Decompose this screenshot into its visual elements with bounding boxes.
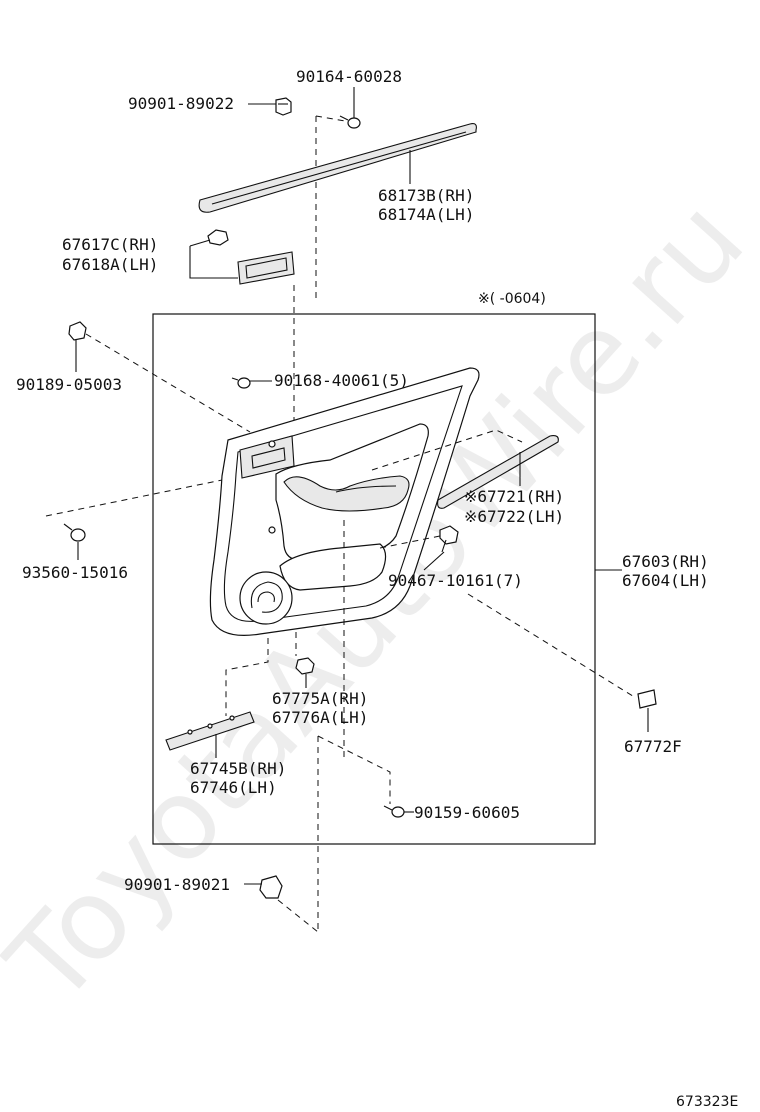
screw-90168-40061-part[interactable]	[231, 377, 251, 389]
label-67617c-rh: 67617C(RH)	[62, 235, 158, 254]
dash-67745	[225, 638, 269, 716]
label-90159-60605: 90159-60605	[414, 803, 520, 822]
label-90901-89021: 90901-89021	[124, 875, 230, 894]
dash-67772	[467, 593, 637, 699]
clip-67772f-part[interactable]	[637, 689, 657, 709]
label-90168-40061: 90168-40061(5)	[274, 371, 409, 390]
label-67746-lh: 67746(LH)	[190, 778, 277, 797]
dash-93560	[45, 477, 233, 517]
label-90164-60028: 90164-60028	[296, 67, 402, 86]
dash-90189	[85, 333, 251, 433]
label-67772f: 67772F	[624, 737, 682, 756]
screw-90159-60605-part[interactable]	[383, 805, 405, 818]
cushion-90901-89022-part[interactable]	[275, 97, 292, 116]
leader-90467	[423, 551, 445, 571]
dash-90159	[317, 735, 391, 804]
clip-90189-05003-part[interactable]	[68, 321, 87, 341]
door-trim-board-part[interactable]	[209, 367, 480, 636]
label-67604-lh: 67604(LH)	[622, 571, 709, 590]
label-67603-rh: 67603(RH)	[622, 552, 709, 571]
label-67776a-lh: 67776A(LH)	[272, 708, 368, 727]
label-93560-15016: 93560-15016	[22, 563, 128, 582]
label-90901-89022: 90901-89022	[128, 94, 234, 113]
strip-67721-part[interactable]	[437, 435, 559, 509]
clip-90467-10161-part[interactable]	[439, 525, 459, 553]
label-67745b-rh: 67745B(RH)	[190, 759, 286, 778]
pin-67775-part[interactable]	[295, 657, 315, 675]
bezel-67617-part[interactable]	[237, 251, 295, 285]
dash-90901-89021	[277, 899, 319, 933]
label-67618a-lh: 67618A(LH)	[62, 255, 158, 274]
label-68174a-lh: 68174A(LH)	[378, 205, 474, 224]
leader-67617-top	[189, 239, 211, 247]
dash-screw-link	[315, 115, 346, 122]
label-67721-rh: ※67721(RH)	[464, 487, 564, 506]
clip-67617-part[interactable]	[207, 229, 229, 246]
assembly-box	[152, 313, 596, 845]
strip-67745-part[interactable]	[165, 711, 255, 751]
label-90467-10161: 90467-10161(7)	[388, 571, 523, 590]
moulding-68173-part[interactable]	[198, 123, 477, 213]
label-67722-lh: ※67722(LH)	[464, 507, 564, 526]
label-67775a-rh: 67775A(RH)	[272, 689, 368, 708]
cushion-90901-89021-part[interactable]	[259, 875, 283, 899]
screw-93560-15016-part[interactable]	[63, 523, 86, 542]
diagram-code: 673323E	[676, 1094, 738, 1110]
box-note: ※( -0604)	[478, 291, 546, 307]
leader-67617	[189, 246, 238, 279]
screw-90164-60028-part[interactable]	[339, 115, 361, 129]
label-68173b-rh: 68173B(RH)	[378, 186, 474, 205]
label-90189-05003: 90189-05003	[16, 375, 122, 394]
